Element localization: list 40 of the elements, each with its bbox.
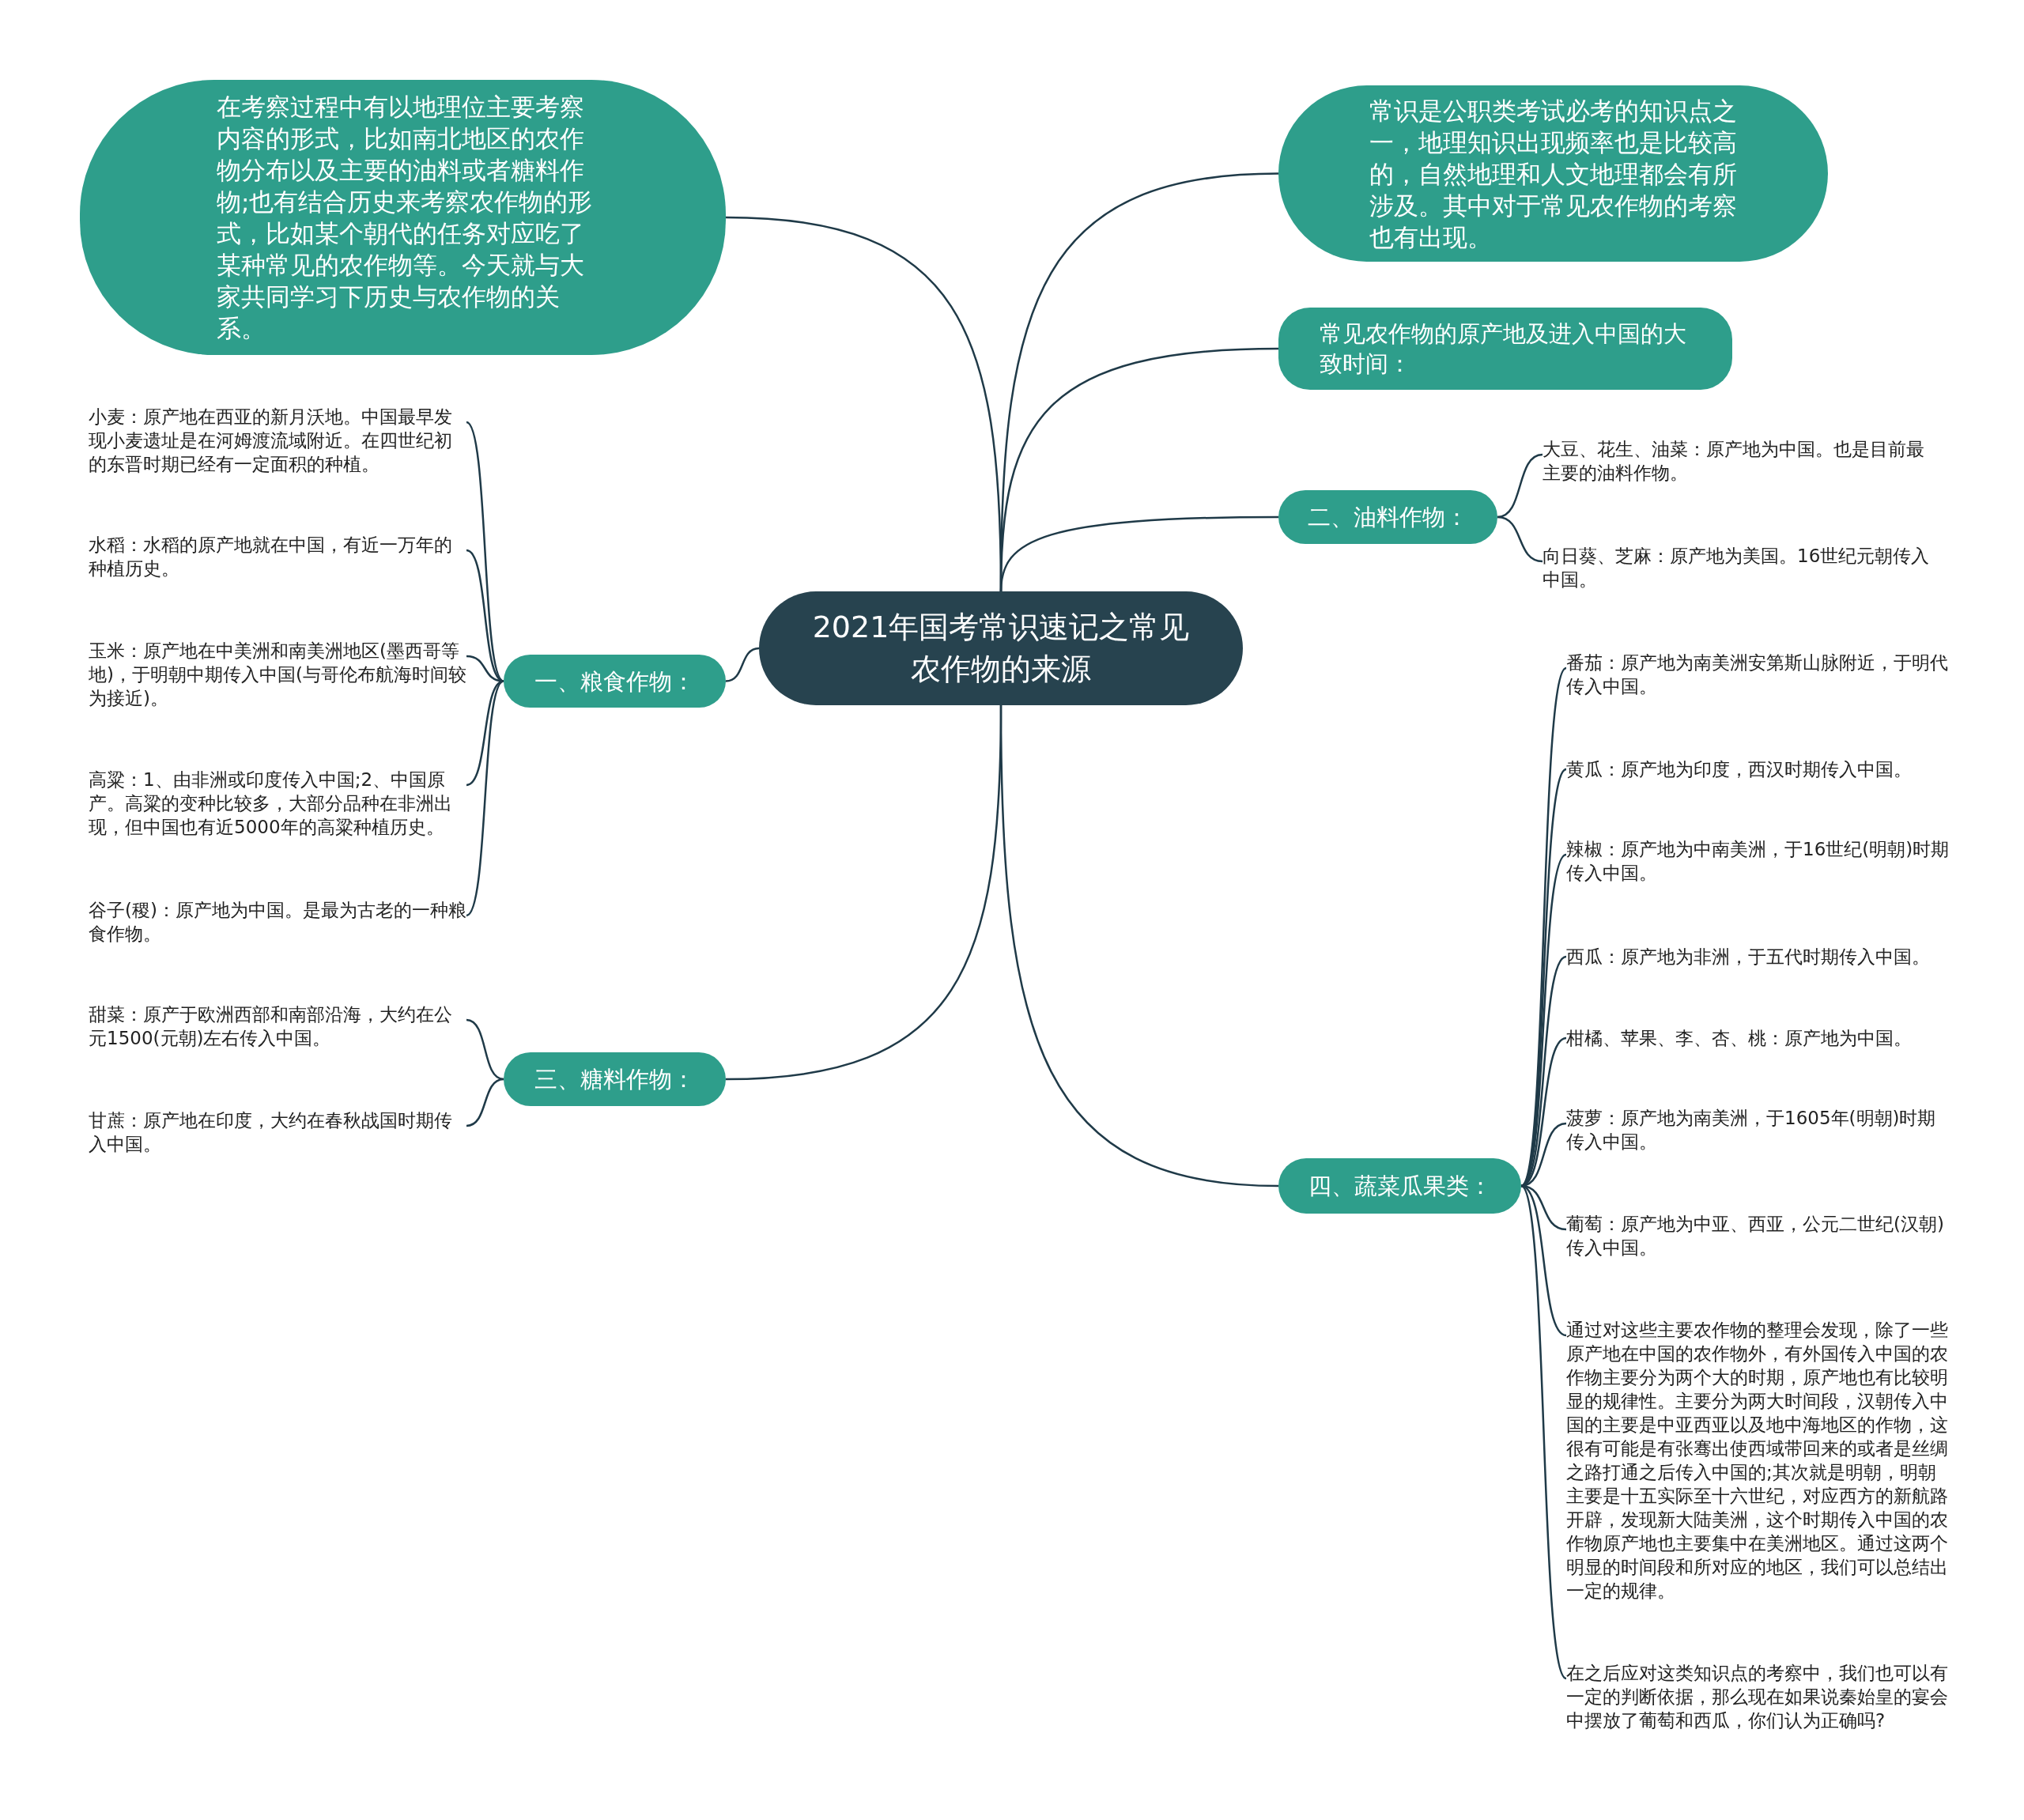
note-text: 甜菜：原产于欧洲西部和南部沿海，大约在公元1500(元朝)左右传入中国。 <box>89 1003 453 1050</box>
connector-line <box>1497 453 1543 519</box>
branch-text: 常见农作物的原产地及进入中国的大致时间： <box>1320 319 1687 379</box>
note-text: 辣椒：原产地为中南美洲，于16世纪(明朝)时期传入中国。 <box>1566 838 1950 885</box>
connector-line <box>1497 515 1543 563</box>
connector-line <box>1520 768 1567 1187</box>
connector-line <box>1520 1185 1568 1679</box>
note-text: 通过对这些主要农作物的整理会发现，除了一些原产地在中国的农作物外，有外国传入中国的农作物主要分为两个大的时期，原产地也有比较明显的规律性。主要分为两大时间段，汉朝传入中国的主要是中亚西亚以及地中海地区的作物，这很有可能是有张骞出使西域带回来的或者是丝绸之路打通之后传入中国的;其次就是明朝，明朝主要是十五实际至十六世纪，对应西方的新航路开辟，发现新大陆美洲，这个时期传入中国的农作物原产地也主要集中在美洲地区。通过这两个明显的时间段和所对应的地区，我们可以总结出一定的规律。 <box>1566 1319 1949 1603</box>
note-text: 菠萝：原产地为南美洲，于1605年(明朝)时期传入中国。 <box>1566 1107 1937 1154</box>
connector-line <box>466 680 504 787</box>
connector-line <box>999 515 1278 592</box>
connector-line <box>466 1078 504 1127</box>
connector-line <box>466 680 504 916</box>
note-text: 葡萄：原产地为中亚、西亚，公元二世纪(汉朝)传入中国。 <box>1566 1213 1945 1259</box>
note-text: 柑橘、苹果、李、杏、桃：原产地为中国。 <box>1566 1027 1913 1050</box>
branch-text: 二、油料作物： <box>1308 503 1468 532</box>
connector-line <box>1520 1184 1567 1337</box>
branch-text: 三、糖料作物： <box>534 1065 695 1094</box>
branch-text: 一、粮食作物： <box>534 666 695 697</box>
note-text: 水稻：水稻的原产地就在中国，有近一万年的种植历史。 <box>89 534 453 580</box>
note-text: 甘蔗：原产地在印度，大约在春秋战国时期传入中国。 <box>89 1109 453 1156</box>
note-text: 谷子(稷)：原产地为中国。是最为古老的一种粮食作物。 <box>89 899 466 946</box>
note-text: 西瓜：原产地为非洲，于五代时期传入中国。 <box>1566 946 1931 969</box>
connector-line <box>725 647 760 682</box>
note-text: 高粱：1、由非洲或印度传入中国;2、中国原产。高粱的变种比较多，大部分品种在非洲出现，但中国也有近5000年的高粱种植历史。 <box>89 768 453 839</box>
note-text: 向日葵、芝麻：原产地为美国。16世纪元朝传入中国。 <box>1543 545 1930 591</box>
topic-text: 在考察过程中有以地理位主要考察内容的形式，比如南北地区的农作物分布以及主要的油料或者糖料作物;也有结合历史来考察农作物的形式，比如某个朝代的任务对应吃了某种常见的农作物等。今天就与大家共同学习下历史与农作物的关系。 <box>217 92 594 344</box>
note-text: 玉米：原产地在中美洲和南美洲地区(墨西哥等地)，于明朝中期传入中国(与哥伦布航海时间较为接近)。 <box>89 640 466 710</box>
note-text: 黄瓜：原产地为印度，西汉时期传入中国。 <box>1566 758 1913 781</box>
connector-line <box>466 1018 504 1081</box>
topic-text: 常识是公职类考试必考的知识点之一，地理知识出现频率也是比较高的，自然地理和人文地理都会有所涉及。其中对于常见农作物的考察也有出现。 <box>1369 95 1738 253</box>
connector-line <box>999 705 1279 1188</box>
central-topic-text: 2021年国考常识速记之常见农作物的来源 <box>811 608 1191 688</box>
branch-text: 四、蔬菜瓜果类： <box>1308 1172 1492 1201</box>
connector-line <box>466 421 504 682</box>
note-text: 大豆、花生、油菜：原产地为中国。也是目前最主要的油料作物。 <box>1543 438 1925 485</box>
branch-pill <box>1278 308 1732 390</box>
note-text: 小麦：原产地在西亚的新月沃地。中国最早发现小麦遗址是在河姆渡流域附近。在四世纪初的东晋时期已经有一定面积的种植。 <box>89 406 453 476</box>
note-text: 番茄：原产地为南美洲安第斯山脉附近，于明代传入中国。 <box>1566 651 1949 698</box>
note-text: 在之后应对这类知识点的考察中，我们也可以有一定的判断依据，那么现在如果说秦始皇的宴会中摆放了葡萄和西瓜，你们认为正确吗? <box>1566 1662 1949 1732</box>
